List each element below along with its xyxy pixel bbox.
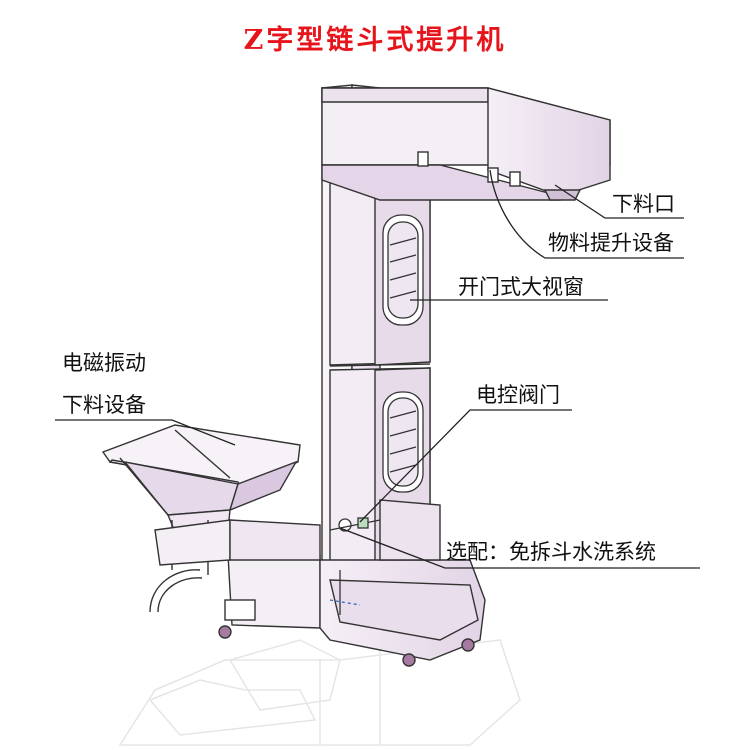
top-conveyor-head — [321, 87, 611, 201]
label-vibratory-feeder-2: 下料设备 — [62, 393, 146, 417]
leader-discharge-port — [554, 184, 684, 219]
feeder-hopper — [101, 424, 301, 533]
leader-vibratory-feeder — [55, 419, 236, 446]
leader-electric-valve — [359, 409, 572, 523]
floor-reflection — [118, 639, 521, 746]
lower-window — [382, 391, 424, 493]
label-electric-valve: 电控阀门 — [476, 383, 560, 407]
base-frame — [218, 499, 486, 667]
leader-lines — [55, 169, 700, 569]
electric-valve-drawing — [329, 517, 381, 615]
upper-window — [382, 214, 424, 326]
label-optional-wash: 选配：免拆斗水洗系统 — [446, 540, 656, 564]
label-lifting-device: 物料提升设备 — [548, 231, 674, 255]
label-view-window: 开门式大视窗 — [458, 275, 584, 299]
page-title: Z字型链斗式提升机 — [243, 25, 507, 56]
leader-optional-wash — [339, 527, 700, 569]
label-discharge-port: 下料口 — [612, 192, 675, 216]
label-vibratory-feeder-1: 电磁振动 — [62, 351, 146, 375]
leader-lifting-device — [489, 169, 684, 259]
feeder-support — [149, 519, 321, 613]
